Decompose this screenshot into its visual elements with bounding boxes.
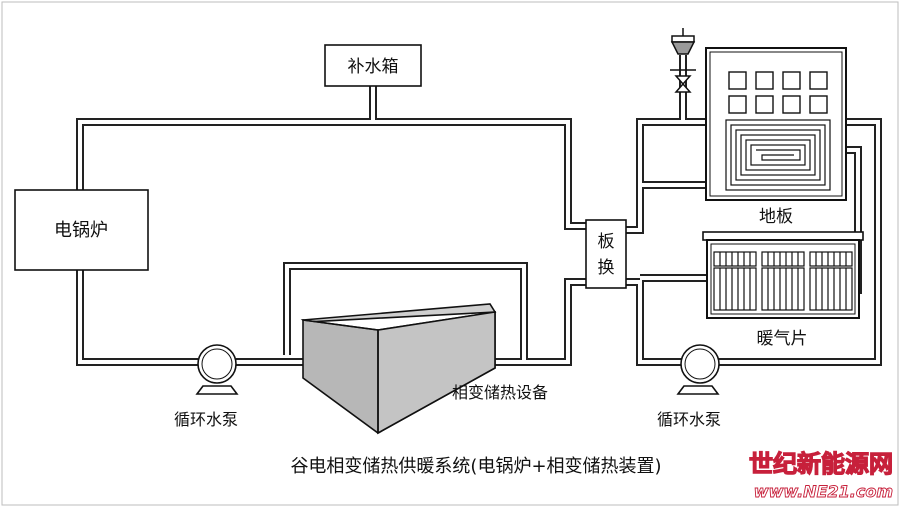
makeup-valve-icon: [670, 69, 696, 93]
radiator-label: 暖气片: [757, 329, 808, 349]
floor-heating-label: 地板: [759, 207, 793, 227]
electric-boiler-label: 电锅炉: [54, 220, 108, 241]
watermark-url: www.NE21.com: [754, 482, 893, 501]
radiator-unit: [702, 231, 864, 319]
pump-left-label: 循环水泵: [174, 410, 238, 429]
pcm-storage-unit: [300, 303, 497, 435]
plate-exchanger-label-1: 板: [598, 232, 615, 252]
makeup-funnel: [670, 28, 696, 55]
building-windows: [728, 71, 828, 114]
plate-exchanger-label-2: 换: [598, 258, 615, 278]
circulation-pump-right: [676, 344, 720, 395]
plate-heat-exchanger: 板 换: [585, 219, 627, 289]
makeup-tank: 补水箱: [324, 44, 422, 87]
building-floor-heating: [705, 47, 847, 201]
radiator-panel-3: [809, 251, 853, 311]
radiator-panel-2: [761, 251, 805, 311]
pcm-storage-label: 相变储热设备: [452, 383, 548, 402]
radiator-panel-1: [713, 251, 757, 311]
pump-right-label: 循环水泵: [657, 410, 721, 429]
circulation-pump-left: [195, 344, 239, 395]
floor-heating-coil: [725, 119, 831, 191]
site-watermark: 世纪新能源网 www.NE21.com: [748, 449, 893, 501]
electric-boiler: 电锅炉: [14, 189, 149, 271]
diagram-caption: 谷电相变储热供暖系统(电锅炉+相变储热装置): [290, 456, 661, 477]
watermark-name: 世纪新能源网: [749, 450, 893, 478]
makeup-tank-label: 补水箱: [348, 57, 399, 77]
